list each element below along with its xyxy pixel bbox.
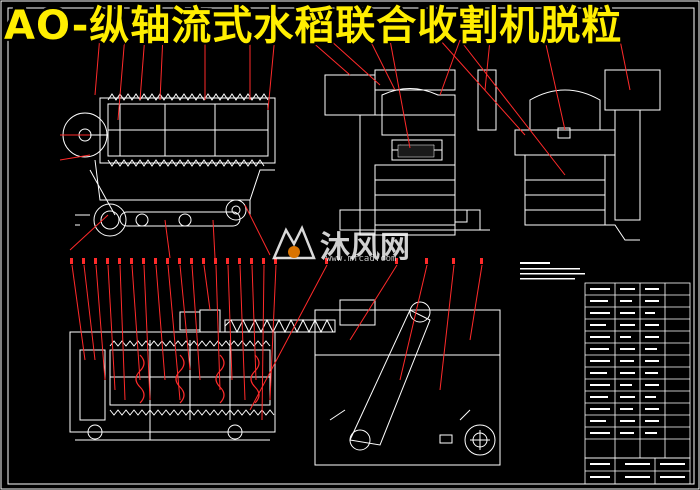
- watermark-brand: 沐风网: [320, 230, 410, 265]
- leader-lines-top: [59, 34, 631, 259]
- top-view-lower: [69, 309, 336, 441]
- drawing-frame-inner: [7, 7, 695, 485]
- side-view-upper: [62, 93, 276, 237]
- watermark-logo-icon: [272, 224, 316, 260]
- parts-table: [584, 282, 691, 485]
- leader-lines-bottom: [71, 264, 483, 421]
- parts-table-entries: [590, 288, 685, 478]
- drawing-title: AO-纵轴流式水稻联合收割机脱粒: [4, 3, 623, 49]
- front-view-dark-panel: [397, 144, 435, 158]
- technical-notes: [520, 262, 585, 280]
- section-view: [314, 299, 501, 466]
- rear-view-right: [514, 69, 661, 241]
- top-view-red-spirals: [135, 354, 260, 404]
- balloon-markers: [70, 258, 483, 264]
- watermark-url: www.mfcad.com: [326, 254, 397, 264]
